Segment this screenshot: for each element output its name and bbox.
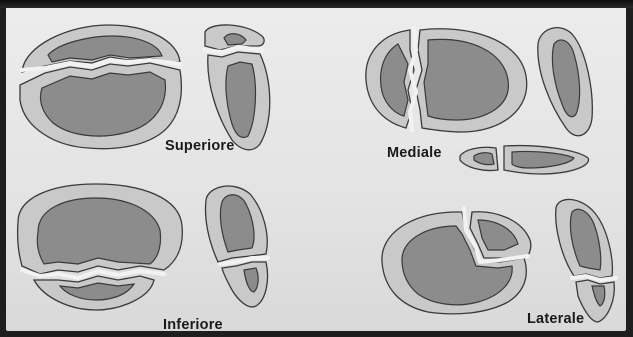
lateral-side-view [556,199,616,322]
superior-side-view [204,25,270,150]
medial-main-view [366,28,527,132]
label-inferior: Inferiore [163,317,223,333]
medial-side-view [538,28,592,136]
label-lateral: Laterale [527,311,584,327]
label-medial: Mediale [387,145,442,161]
superior-main-view [20,25,181,149]
inferior-side-view [206,186,269,307]
medial-cross-section-view [460,146,588,174]
inferior-main-view [18,184,183,310]
label-superior: Superiore [165,138,235,154]
lateral-main-view [382,208,531,314]
